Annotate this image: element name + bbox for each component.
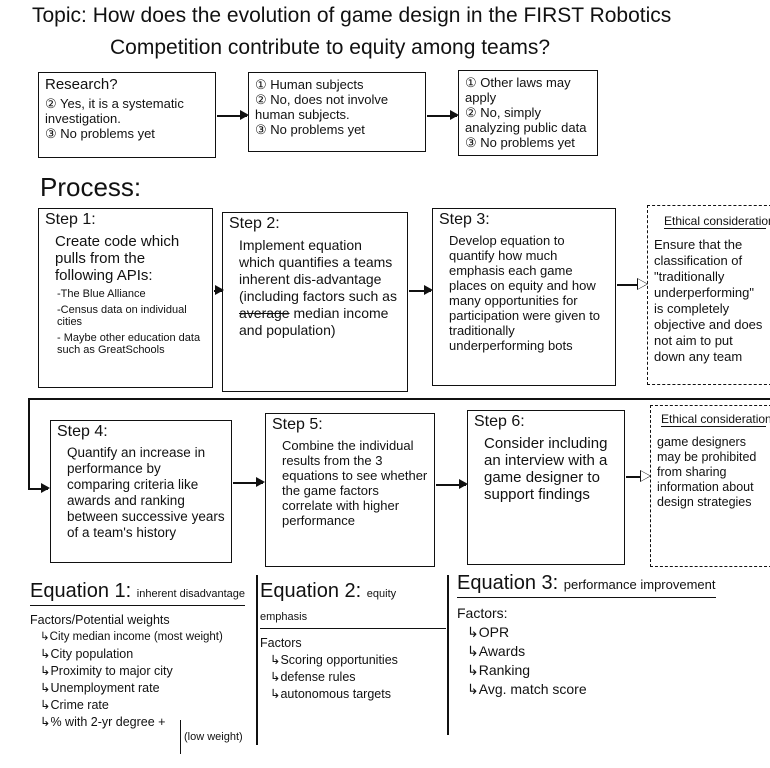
ethical-title: Ethical considerations (661, 412, 770, 427)
equation-subtitle: inherent disadvantage (136, 588, 246, 600)
check-box-research: Research? ② Yes, it is a systematic inve… (38, 72, 216, 158)
factor-item: ↳Scoring opportunities (270, 653, 398, 667)
check-item: ③ No problems yet (255, 122, 365, 137)
factor-item: ↳Proximity to major city (40, 664, 173, 678)
equation-1: Equation 1: inherent disadvantage Factor… (30, 580, 256, 754)
check-box-other-laws: ① Other laws may apply ② No, simply anal… (458, 70, 598, 156)
divider (256, 575, 258, 745)
check-item: ① Other laws may apply (465, 75, 571, 105)
arrow-icon (217, 111, 249, 119)
divider (447, 575, 449, 735)
step-body: Combine the individual results from the … (282, 438, 428, 528)
step-title: Step 2: (229, 215, 280, 232)
factor-item: ↳defense rules (270, 670, 356, 684)
ethical-body: Ensure that the classification of "tradi… (654, 237, 763, 364)
arrow-icon (233, 478, 265, 486)
arrow-icon (214, 286, 224, 294)
factor-header: Factors: (457, 605, 508, 621)
connector-line (28, 398, 770, 400)
connector-line (28, 398, 30, 488)
topic-line-1: Topic: How does the evolution of game de… (32, 4, 672, 27)
ethical-title: Ethical considerations (664, 214, 770, 229)
step-5-box: Step 5: Combine the individual results f… (265, 413, 435, 567)
step-body-text: Implement equation which quantifies a te… (239, 237, 397, 304)
equation-title: Equation 1: inherent disadvantage (30, 580, 246, 606)
factor-item: ↳City population (40, 647, 134, 661)
arrow-icon (626, 471, 651, 481)
equation-title-text: Equation 3: (457, 572, 559, 594)
step-title: Step 3: (439, 211, 490, 228)
check-item: ③ No problems yet (465, 135, 575, 150)
equation-title: Equation 2: equity emphasis (260, 580, 446, 629)
step-title: Step 5: (272, 416, 323, 433)
step-4-box: Step 4: Quantify an increase in performa… (50, 420, 232, 563)
step-body: Implement equation which quantifies a te… (229, 237, 401, 339)
step-6-box: Step 6: Consider including an interview … (467, 410, 625, 565)
arrow-icon (427, 111, 459, 119)
arrow-icon (436, 480, 468, 488)
arrow-icon (28, 484, 50, 492)
api-item: -Census data on individual cities (57, 304, 187, 328)
step-body-text: median income and (239, 305, 389, 338)
check-item: ① Human subjects (255, 77, 364, 92)
factor-item: ↳Crime rate (40, 698, 109, 712)
equation-title: Equation 3: performance improvement (457, 572, 716, 598)
equation-2: Equation 2: equity emphasis Factors ↳Sco… (260, 580, 446, 703)
step-body: Create code which pulls from the followi… (55, 233, 180, 284)
factor-item: ↳autonomous targets (270, 687, 391, 701)
step-1-box: Step 1: Create code which pulls from the… (38, 208, 213, 388)
api-item: - Maybe other education data such as Gre… (57, 332, 201, 356)
check-item: ② No, does not involve human subjects. (255, 92, 389, 122)
ethical-consideration-2: Ethical considerations game designers ma… (650, 405, 770, 567)
factor-item: ↳Unemployment rate (40, 681, 160, 695)
check-item: Research? (45, 76, 118, 93)
factor-list: Factors/Potential weights ↳City median i… (30, 612, 256, 731)
factor-item: ↳Avg. match score (467, 681, 587, 697)
step-title: Step 6: (474, 413, 525, 430)
topic-line-2: Competition contribute to equity among t… (110, 36, 551, 59)
api-item: -The Blue Alliance (57, 288, 146, 300)
factor-item: ↳OPR (467, 624, 510, 640)
factor-item: ↳% with 2-yr degree + (40, 715, 166, 729)
process-heading: Process: (40, 172, 142, 202)
step-body: Quantify an increase in performance by c… (67, 445, 225, 540)
ethical-body: game designers may be prohibited from sh… (657, 435, 757, 509)
step-3-box: Step 3: Develop equation to quantify how… (432, 208, 616, 386)
factor-header: Factors (260, 636, 302, 650)
step-title: Step 1: (45, 211, 96, 228)
factor-item: ↳Ranking (467, 662, 531, 678)
step-2-box: Step 2: Implement equation which quantif… (222, 212, 408, 392)
factor-list: Factors: ↳OPR ↳Awards ↳Ranking ↳Avg. mat… (457, 604, 757, 699)
factor-list: Factors ↳Scoring opportunities ↳defense … (260, 635, 446, 703)
low-weight-note: (low weight) (180, 720, 243, 754)
check-item: ② Yes, it is a systematic investigation. (45, 96, 184, 126)
struck-word: average (239, 305, 290, 321)
step-title: Step 4: (57, 423, 108, 440)
factor-item: ↳City median income (most weight) (40, 631, 223, 643)
step-body-text: population) (266, 322, 336, 338)
factor-header: Factors/Potential weights (30, 613, 170, 627)
equation-3: Equation 3: performance improvement Fact… (457, 572, 757, 699)
equation-subtitle: equity emphasis (260, 588, 397, 623)
step-body: Consider including an interview with a g… (484, 435, 608, 503)
equation-title-text: Equation 1: (30, 580, 132, 602)
factor-item: ↳Awards (467, 643, 526, 659)
check-box-human-subjects: ① Human subjects ② No, does not involve … (248, 72, 426, 152)
step-body: Develop equation to quantify how much em… (449, 233, 601, 353)
check-item: ③ No problems yet (45, 126, 155, 141)
equation-subtitle: performance improvement (563, 577, 716, 592)
equation-title-text: Equation 2: (260, 580, 362, 602)
check-item: ② No, simply analyzing public data (465, 105, 587, 135)
ethical-consideration-1: Ethical considerations Ensure that the c… (647, 205, 770, 385)
arrow-icon (617, 279, 648, 289)
arrow-icon (409, 286, 433, 294)
